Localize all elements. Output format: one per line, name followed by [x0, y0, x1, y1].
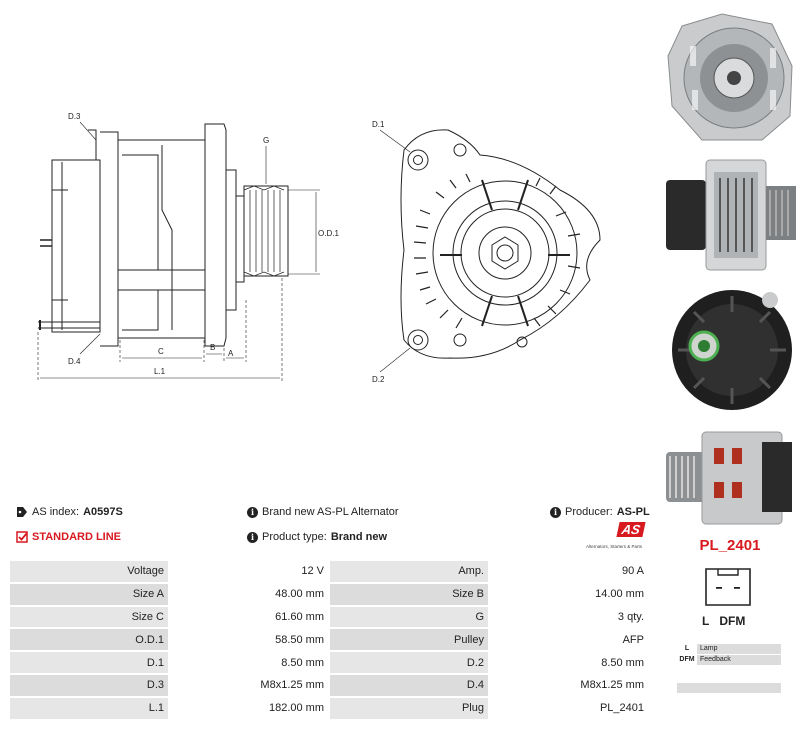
info-icon: i: [247, 506, 258, 518]
spec-value: 58.50 mm: [170, 629, 328, 651]
technical-drawing: D.3 G O.D.1 D.4 C B A L.1 D.1 D.2: [37, 112, 601, 384]
connector-legend: L Lamp DFM Feedback: [677, 644, 781, 694]
info-icon: i: [247, 531, 258, 543]
alternator-photo-angled: [662, 422, 800, 530]
label-d2: D.2: [372, 375, 385, 384]
spec-value: M8x1.25 mm: [490, 674, 648, 696]
spec-key: Amp.: [330, 561, 488, 582]
spec-value: 8.50 mm: [490, 652, 648, 673]
product-type-label: Product type:: [262, 531, 327, 543]
alternator-photo-rear: [662, 286, 800, 414]
label-l1: L.1: [154, 367, 166, 376]
pin-dfm-label: DFM: [719, 614, 746, 628]
label-g: G: [263, 136, 269, 145]
legend-row: DFM Feedback: [677, 655, 781, 665]
brand-text: Brand new AS-PL Alternator: [262, 506, 399, 518]
plug-code: PL_2401: [699, 537, 761, 554]
producer-value: AS-PL: [616, 506, 650, 518]
spec-key: Size C: [10, 606, 168, 628]
dimension-labels: D.3 G O.D.1 D.4 C B A L.1 D.1 D.2: [68, 112, 385, 384]
spec-key: Pulley: [330, 629, 488, 651]
legend-desc: Feedback: [697, 655, 781, 665]
label-a: A: [228, 349, 234, 358]
connector-diagram: [705, 568, 751, 606]
standard-line-label: STANDARD LINE: [32, 531, 122, 543]
standard-line-row: STANDARD LINE: [16, 531, 121, 543]
label-d3: D.3: [68, 112, 81, 121]
spec-value: 48.00 mm: [170, 583, 328, 605]
label-d1: D.1: [372, 120, 385, 129]
product-type-value: Brand new: [330, 531, 388, 543]
producer-label: Producer:: [565, 506, 613, 518]
spec-value: 61.60 mm: [170, 606, 328, 628]
label-od1: O.D.1: [318, 229, 339, 238]
front-view-drawing: [379, 129, 601, 373]
legend-row-empty: [677, 683, 781, 693]
as-index-label: AS index:: [32, 506, 80, 518]
spec-value: 14.00 mm: [490, 583, 648, 605]
legend-key: DFM: [679, 656, 695, 663]
as-pl-logo: AS Alternators, Starters & Parts: [586, 522, 650, 552]
side-view-drawing: [37, 121, 320, 382]
spec-value: AFP: [490, 629, 648, 651]
label-c: C: [158, 347, 164, 356]
spec-key: G: [330, 606, 488, 628]
spec-key: D.1: [10, 652, 168, 673]
spec-value: PL_2401: [490, 697, 648, 719]
label-d4: D.4: [68, 357, 81, 366]
checkbox-icon: [16, 531, 28, 543]
pin-l-label: L: [702, 614, 710, 628]
spec-key: L.1: [10, 697, 168, 719]
brand-row: i Brand new AS-PL Alternator: [247, 506, 399, 518]
info-icon: i: [550, 506, 561, 518]
spec-key: O.D.1: [10, 629, 168, 651]
legend-desc: Lamp: [697, 644, 781, 654]
spec-key: Size A: [10, 583, 168, 605]
connector-pin-labels: L DFM: [702, 614, 772, 628]
tag-icon: [16, 506, 28, 518]
spec-value: M8x1.25 mm: [170, 674, 328, 696]
alternator-photo-side: [662, 150, 800, 275]
spec-value: 8.50 mm: [170, 652, 328, 673]
as-index-value: A0597S: [83, 506, 123, 518]
spec-key: Plug: [330, 697, 488, 719]
spec-key: Voltage: [10, 561, 168, 582]
spec-value: 3 qty.: [490, 606, 648, 628]
spec-value: 12 V: [170, 561, 328, 582]
spec-key: Size B: [330, 583, 488, 605]
spec-key: D.3: [10, 674, 168, 696]
legend-key: L: [684, 645, 690, 652]
spec-key: D.4: [330, 674, 488, 696]
spec-value: 90 A: [490, 561, 648, 582]
producer-row: i Producer: AS-PL: [550, 506, 650, 518]
spec-key: D.2: [330, 652, 488, 673]
alternator-photo-front: [662, 6, 800, 146]
as-index-row: AS index: A0597S: [16, 506, 123, 518]
logo-mark: AS: [616, 522, 646, 537]
label-b: B: [210, 343, 215, 352]
product-type-row: i Product type: Brand new: [247, 531, 387, 543]
legend-row: L Lamp: [677, 644, 781, 654]
logo-tagline: Alternators, Starters & Parts: [586, 544, 643, 549]
spec-value: 182.00 mm: [170, 697, 328, 719]
